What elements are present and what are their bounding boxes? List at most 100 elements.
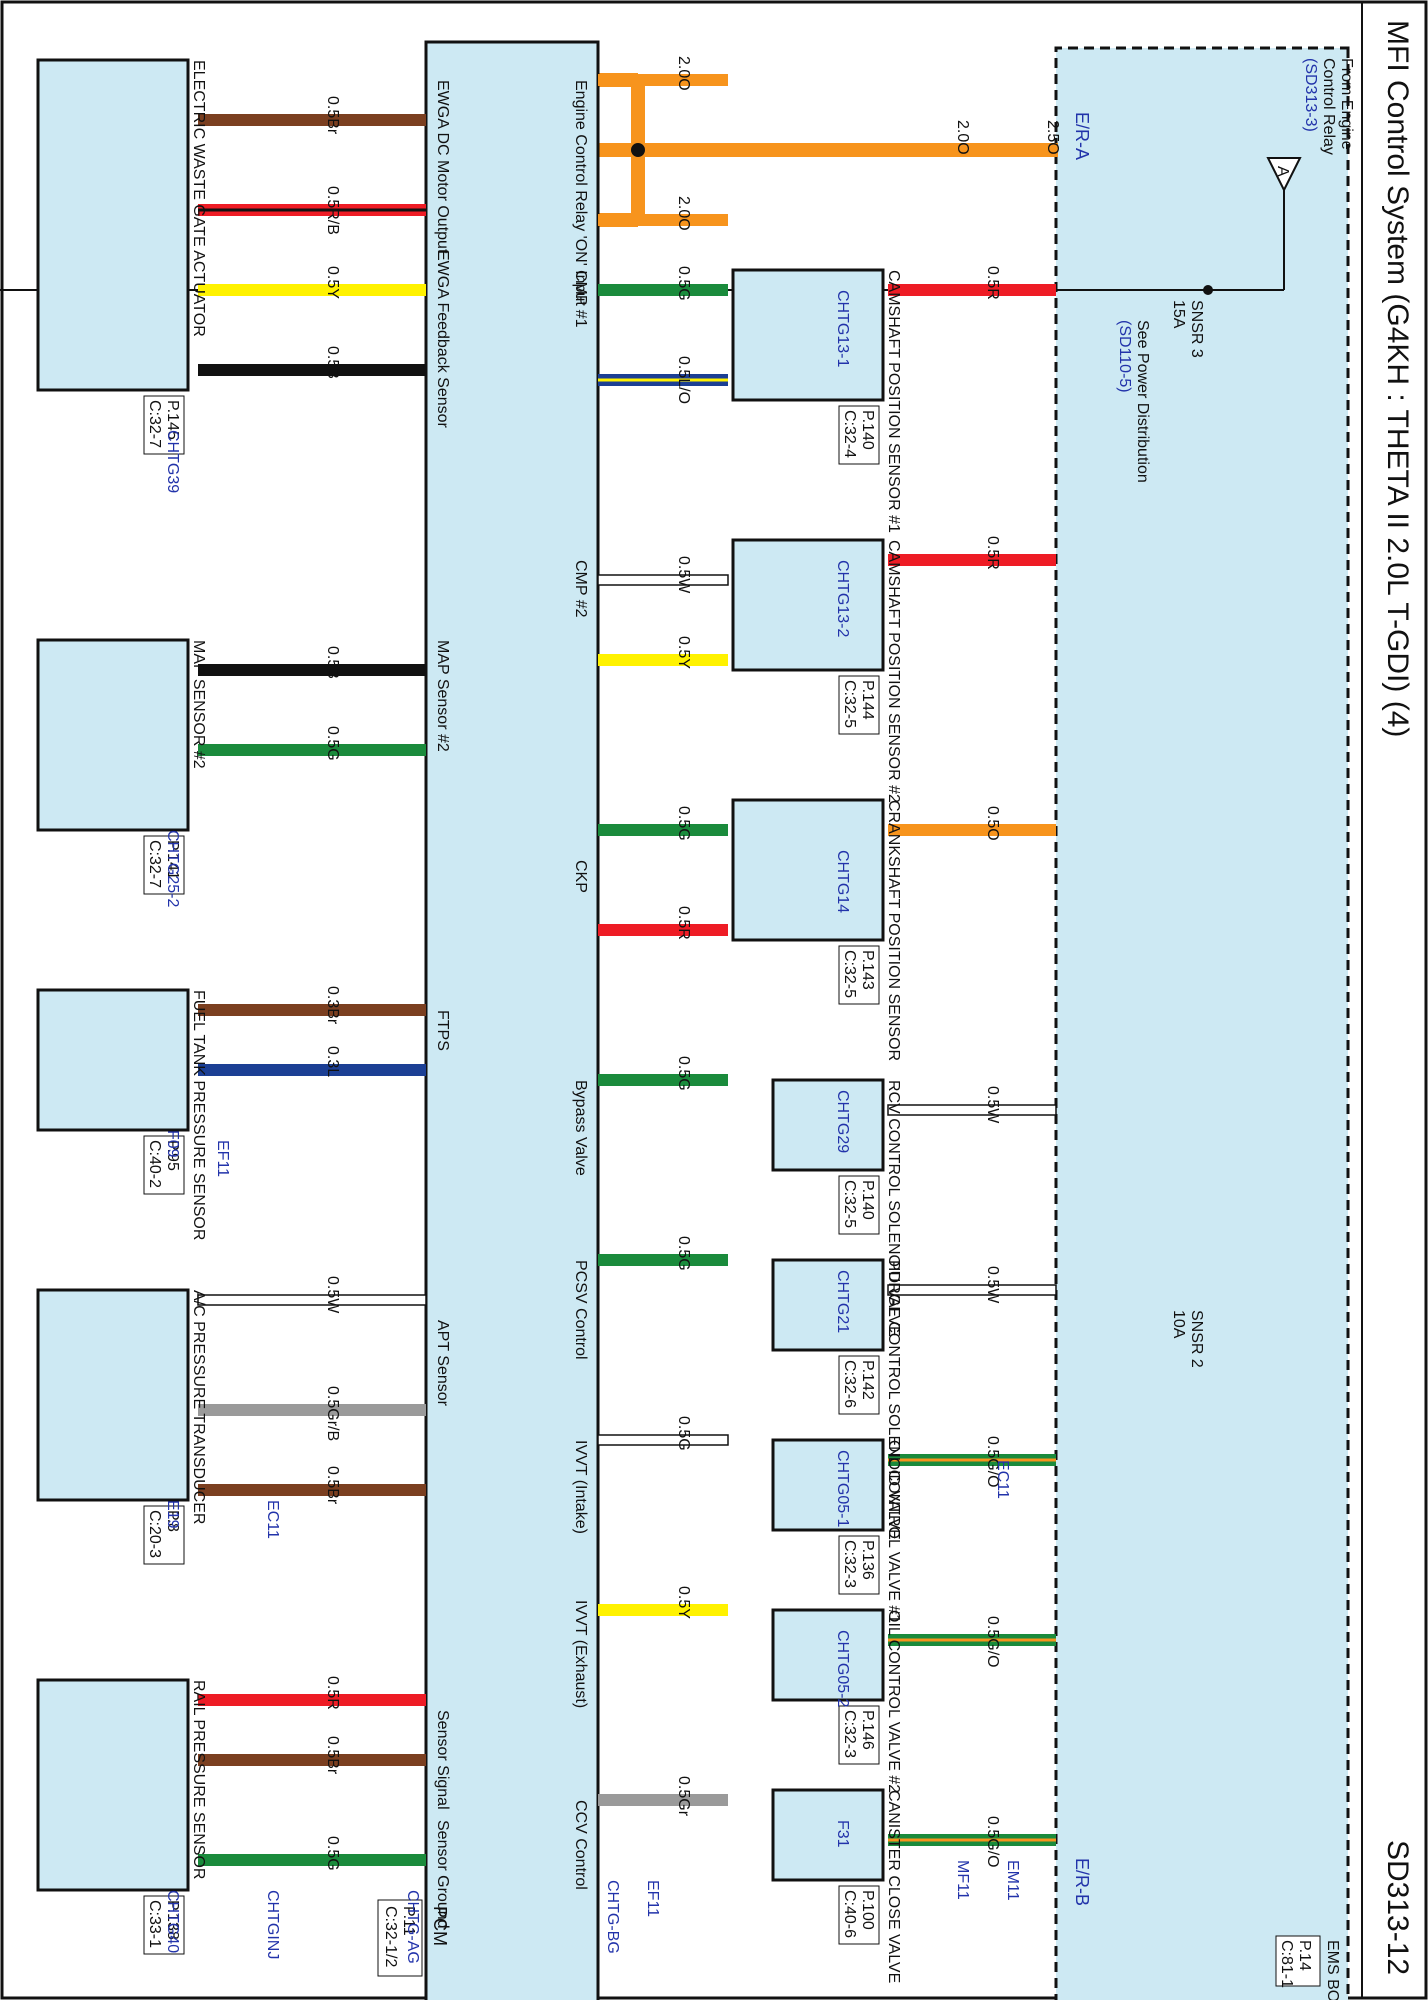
component-ewga-box	[36, 58, 190, 392]
connector-f31: F31	[834, 1820, 851, 1848]
wire-ccv: 0.5Gr	[598, 1776, 728, 1817]
pcm-label-ftps: FTPS	[434, 1010, 451, 1051]
connector-ec11-top: EC11	[994, 1460, 1011, 1499]
component-rcv-ref2: C:32-5	[841, 1180, 858, 1228]
component-ocv1-ref-box	[838, 1535, 880, 1595]
component-ftps-box	[36, 988, 190, 1132]
connector-chtg21: CHTG21	[834, 1270, 851, 1333]
wire-ckp-gnd-label: 0.5G	[675, 806, 692, 841]
component-ccv-box	[771, 1788, 885, 1882]
component-cmp1-ref-box	[838, 405, 880, 465]
wire-ocv2: 0.5Y	[598, 1586, 728, 1619]
connector-e19: E19	[164, 1500, 181, 1529]
component-ocv2-ref2: C:32-3	[841, 1710, 858, 1758]
component-ftps-title: FUEL TANK PRESSURE SENSOR	[190, 990, 207, 1240]
wire-supply-ocv2: 0.5G/O	[888, 1616, 1056, 1668]
component-cmp2-ref-box	[838, 675, 880, 735]
pcm-label-ivvt-in: IVVT (Intake)	[572, 1440, 589, 1534]
connector-ef11-bottom: EF11	[214, 1140, 231, 1177]
connector-em11: EM11	[1004, 1860, 1021, 1901]
component-ftps-ref2: C:40-2	[146, 1140, 163, 1188]
component-cmp1-box	[731, 268, 885, 402]
component-rcv-box	[771, 1078, 885, 1172]
fuse-snsr3-rating: 15A	[1170, 300, 1187, 329]
wire-rps-sig: 0.5Br	[198, 1736, 426, 1775]
pcm-label-ecr: Engine Control Relay 'ON' Input	[572, 80, 589, 306]
wire-ecr-5-label: 2.0O	[675, 196, 692, 231]
wire-pcsv: 0.5G	[598, 1236, 728, 1271]
connector-chtg-bg: CHTG-BG	[604, 1880, 621, 1954]
wire-apt-sig: 0.5Gr/B	[198, 1386, 426, 1441]
wire-ewga-gnd-label: 0.5B	[324, 346, 341, 379]
wire-cmp1-gnd-label: 0.5G	[675, 266, 692, 301]
ems-box-ref-box	[1275, 1935, 1321, 1987]
connector-ec11-bottom: EC11	[264, 1500, 281, 1539]
wire-supply-pcsv: 0.5W	[887, 1266, 1057, 1304]
component-cmp2-title: CAMSHAFT POSITION SENSOR #2	[885, 540, 902, 803]
wire-map-gnd-label: 0.5B	[324, 646, 341, 679]
wire-map-gnd: 0.5B	[198, 646, 426, 679]
connector-chtg25-2: CHTG25-2	[164, 830, 181, 907]
power-note-text: See Power Distribution	[1134, 320, 1151, 483]
component-rps-ref-box	[143, 1895, 185, 1955]
ecr-feed: 2.0O 2.5O	[598, 73, 1061, 227]
relay-ref: (SD313-3)	[1302, 58, 1319, 132]
wire-apt-supply: 0.5W	[197, 1276, 427, 1314]
ems-box-ref2: C:81-1	[1278, 1940, 1295, 1988]
component-cmp2-box	[731, 538, 885, 672]
relay-line2: Control Relay	[1320, 58, 1337, 155]
wire-supply-ocv1: 0.5G/O	[888, 1436, 1056, 1488]
component-ocv2-ref-box	[838, 1705, 880, 1765]
component-ocv1-ref2: C:32-3	[841, 1540, 858, 1588]
component-apt-ref-box	[143, 1505, 185, 1565]
pcm-label-ewga-motor: EWGA DC Motor Output	[434, 80, 451, 254]
component-map2-box	[36, 638, 190, 832]
component-ftps-ref-box	[143, 1135, 185, 1195]
lower-wires: 0.5Br0.5R/B0.5Y0.5B0.5B0.5G0.3Br0.3L0.5W…	[197, 96, 427, 1871]
component-pcsv-ref2: C:32-6	[841, 1360, 858, 1408]
wire-rps-supply-label: 0.5R	[324, 1676, 341, 1710]
connector-chtg40: CHTG40	[164, 1890, 181, 1953]
upper-wires: 2.0O2.0O0.5G0.5L/O0.5W0.5Y0.5G0.5R0.5G0.…	[597, 56, 1057, 1868]
pcm-label-ccv: CCV Control	[572, 1800, 589, 1890]
wire-map-sig: 0.5G	[198, 726, 426, 761]
pcm-label-sensor-signal: Sensor Signal	[434, 1710, 451, 1810]
page-title: MFI Control System (G4KH : THETA II 2.0L…	[1381, 20, 1414, 737]
wire-ftps-sig: 0.3L	[198, 1046, 426, 1077]
component-pcsv-ref-box	[838, 1355, 880, 1415]
lower-components: ELECTRIC WASTE GATE ACTUATORP.145C:32-7M…	[36, 58, 207, 1955]
connector-f09: F09	[164, 1130, 181, 1158]
component-pcsv-ref1: P.142	[859, 1360, 876, 1400]
wire-ecr-6: 2.0O	[598, 56, 728, 91]
connector-chtg29: CHTG29	[834, 1090, 851, 1153]
wire-ewga-sig: 0.5Y	[198, 266, 426, 299]
wire-ccv-label: 0.5Gr	[675, 1776, 692, 1817]
wire-ecr-5: 2.0O	[598, 196, 728, 231]
connector-chtg13-2: CHTG13-2	[834, 560, 851, 637]
wire-pcsv-label: 0.5G	[675, 1236, 692, 1271]
wire-supply-pcsv-label: 0.5W	[984, 1266, 1001, 1304]
component-cmp1-ref1: P.140	[859, 410, 876, 450]
fuse-snsr2-name: SNSR 2	[1188, 1310, 1205, 1368]
wire-cmp2-gnd-label: 0.5W	[675, 556, 692, 594]
connector-chtg05-2: CHTG05-2	[834, 1630, 851, 1707]
component-cmp1-title: CAMSHAFT POSITION SENSOR #1	[885, 270, 902, 533]
connector-chtg05-1: CHTG05-1	[834, 1450, 851, 1527]
relay-marker: A	[1274, 166, 1291, 177]
wire-apt-supply-label: 0.5W	[324, 1276, 341, 1314]
component-map2-title: MAP SENSOR #2	[190, 640, 207, 769]
component-ckp-title: CRANKSHAFT POSITION SENSOR	[885, 800, 902, 1061]
wire-ecr-6-label: 2.0O	[675, 56, 692, 91]
wire-cmp2-sig: 0.5Y	[598, 636, 728, 669]
pcm-label-bypass: Bypass Valve	[572, 1080, 589, 1176]
component-ewga-ref1: P.145	[164, 400, 181, 440]
connector-chtginj: CHTGINJ	[264, 1890, 281, 1959]
component-apt-ref1: P.8	[164, 1510, 181, 1532]
pcm-labels-top: Engine Control Relay 'ON' Input CMP #1 C…	[572, 80, 589, 1890]
